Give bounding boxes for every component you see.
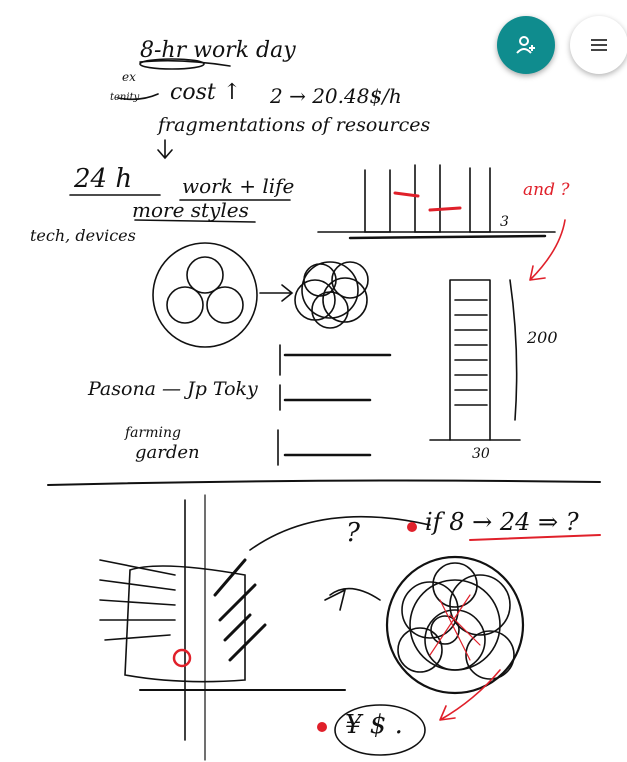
note-fragment: fragmentations of resources xyxy=(158,114,430,136)
bracket-200 xyxy=(510,280,517,420)
note-24h: 24 h xyxy=(74,164,132,194)
note-more-styles: more styles xyxy=(132,198,249,222)
add-collaborator-button[interactable] xyxy=(497,16,555,74)
note-money: ¥ $ . xyxy=(345,710,403,740)
note-cost: cost ↑ xyxy=(170,80,241,105)
note-pasona: Pasona — Jp Toky xyxy=(88,378,258,400)
arrow-to-tangle xyxy=(260,285,292,301)
small-circle-2 xyxy=(167,287,203,323)
menu-button[interactable] xyxy=(570,16,627,74)
note-200: 200 xyxy=(527,328,558,347)
hamburger-menu-icon xyxy=(588,34,610,56)
note-30: 30 xyxy=(472,446,490,462)
note-garden: garden xyxy=(135,442,200,463)
red-dot-2 xyxy=(317,722,327,732)
red-arrow-2 xyxy=(440,670,500,720)
person-add-icon xyxy=(514,33,538,57)
big-circle xyxy=(153,243,257,347)
note-3: 3 xyxy=(500,214,509,230)
red-arrow xyxy=(530,220,565,280)
divider xyxy=(48,481,600,485)
small-circle-1 xyxy=(187,257,223,293)
note-if: if 8 → 24 ⇒ ? xyxy=(425,508,579,536)
note-farming: farming xyxy=(125,425,181,441)
baseline-2 xyxy=(350,236,545,238)
note-question: ? xyxy=(346,518,360,548)
note-cost-change: 2 → 20.48$/h xyxy=(270,84,402,108)
red-dot xyxy=(407,522,417,532)
bar-1 xyxy=(365,170,390,232)
bar-3 xyxy=(470,168,490,232)
note-and: and ? xyxy=(523,180,569,200)
note-title: 8-hr work day xyxy=(140,38,296,63)
left-arrow xyxy=(325,589,380,610)
arc-curve xyxy=(250,517,430,550)
bar-2 xyxy=(415,165,440,232)
note-work-life: work + life xyxy=(182,174,294,198)
note-tech-devices: tech, devices xyxy=(30,226,136,245)
note-tenity: tenity xyxy=(110,92,139,103)
small-circle-3 xyxy=(207,287,243,323)
down-arrow xyxy=(158,140,172,158)
note-ex: ex xyxy=(122,70,136,84)
